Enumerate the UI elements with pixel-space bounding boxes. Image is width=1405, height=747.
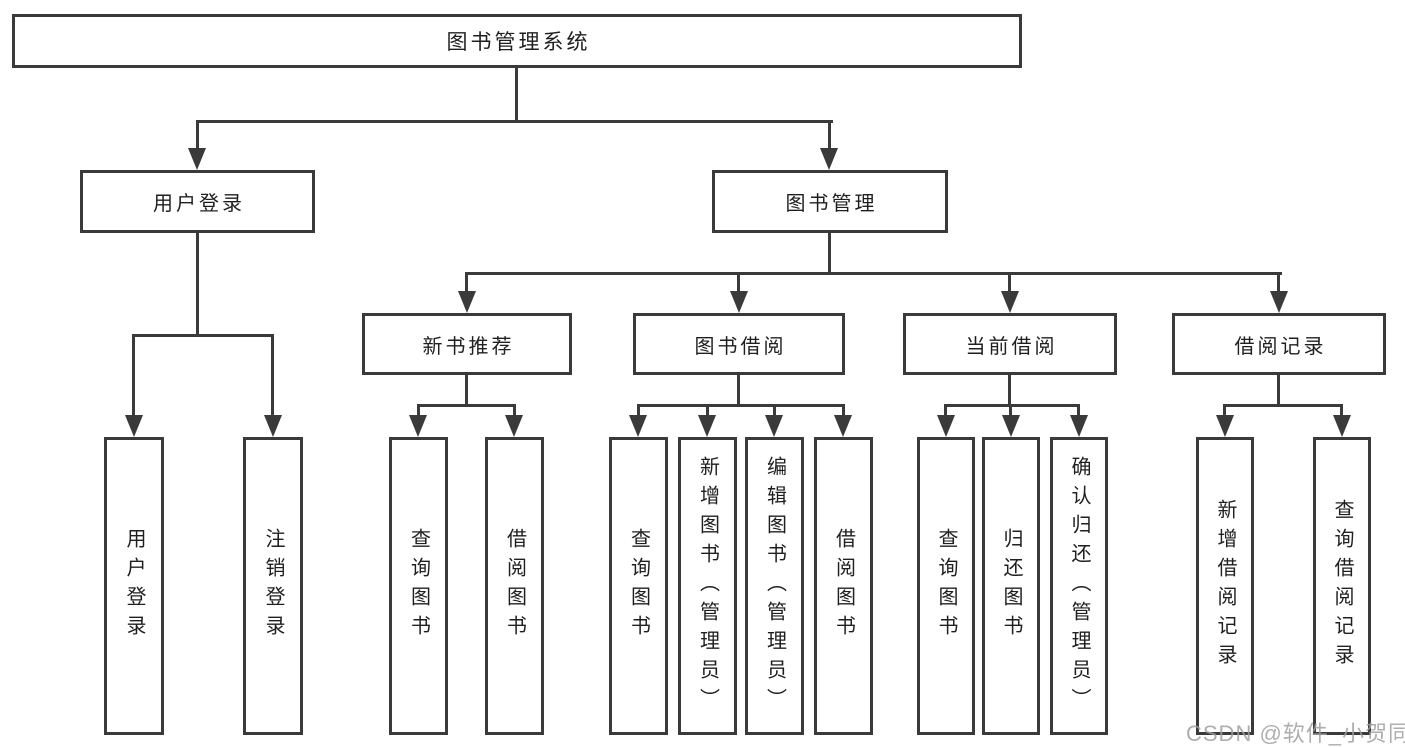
arrow-down-icon: [1070, 415, 1088, 437]
node-current-borrowing: 当前借阅: [903, 313, 1117, 375]
leaf-query-books-recommend: 查询图书: [389, 437, 448, 735]
node-borrowing-records: 借阅记录: [1172, 313, 1386, 375]
arrow-down-icon: [458, 291, 476, 313]
connector-line: [513, 404, 516, 418]
node-book-borrowing: 图书借阅: [633, 313, 845, 375]
connector-line: [1008, 272, 1011, 292]
connector-line: [1223, 404, 1343, 407]
leaf-borrow-books-borrowing: 借阅图书: [814, 437, 873, 735]
arrow-down-icon: [1002, 415, 1020, 437]
connector-line: [828, 233, 831, 274]
connector-line: [417, 404, 420, 418]
connector-line: [465, 272, 1282, 275]
arrow-down-icon: [820, 148, 838, 170]
leaf-add-book-admin: 新增图书（管理员）: [678, 437, 737, 735]
connector-line: [132, 334, 135, 418]
connector-line: [828, 120, 831, 150]
connector-line: [944, 404, 1080, 407]
leaf-add-borrow-record: 新增借阅记录: [1196, 437, 1254, 735]
arrow-down-icon: [698, 415, 716, 437]
leaf-edit-book-admin: 编辑图书（管理员）: [745, 437, 804, 735]
arrow-down-icon: [188, 148, 206, 170]
connector-line: [132, 334, 274, 337]
arrow-down-icon: [264, 415, 282, 437]
connector-line: [196, 233, 199, 336]
connector-line: [944, 404, 947, 418]
arrow-down-icon: [125, 415, 143, 437]
connector-line: [773, 404, 776, 418]
connector-line: [196, 120, 833, 123]
arrow-down-icon: [505, 415, 523, 437]
connector-line: [737, 272, 740, 292]
node-user-login: 用户登录: [80, 170, 315, 233]
leaf-query-books-borrowing: 查询图书: [609, 437, 668, 735]
arrow-down-icon: [1001, 291, 1019, 313]
connector-line: [637, 404, 640, 418]
leaf-query-books-current: 查询图书: [917, 437, 975, 735]
leaf-return-books: 归还图书: [982, 437, 1040, 735]
node-library-management-system: 图书管理系统: [12, 14, 1022, 68]
node-new-book-recommendation: 新书推荐: [362, 313, 572, 375]
connector-line: [465, 272, 468, 292]
connector-line: [1340, 404, 1343, 418]
connector-line: [1223, 404, 1226, 418]
leaf-borrow-books-recommend: 借阅图书: [485, 437, 544, 735]
connector-line: [706, 404, 709, 418]
connector-line: [271, 334, 274, 418]
leaf-query-borrow-record: 查询借阅记录: [1313, 437, 1371, 735]
connector-line: [1277, 272, 1280, 292]
arrow-down-icon: [834, 415, 852, 437]
leaf-user-login: 用户登录: [104, 437, 164, 735]
connector-line: [737, 375, 740, 406]
leaf-confirm-return-admin: 确认归还（管理员）: [1050, 437, 1108, 735]
connector-line: [842, 404, 845, 418]
arrow-down-icon: [937, 415, 955, 437]
arrow-down-icon: [1270, 291, 1288, 313]
arrow-down-icon: [1216, 415, 1234, 437]
arrow-down-icon: [629, 415, 647, 437]
connector-line: [1009, 404, 1012, 418]
arrow-down-icon: [1333, 415, 1351, 437]
connector-line: [1277, 375, 1280, 406]
connector-line: [515, 68, 518, 122]
arrow-down-icon: [765, 415, 783, 437]
leaf-logout: 注销登录: [243, 437, 303, 735]
csdn-watermark: CSDN @软件_小贺同学: [1186, 721, 1405, 746]
connector-line: [1008, 375, 1011, 406]
arrow-down-icon: [409, 415, 427, 437]
connector-line: [1077, 404, 1080, 418]
connector-line: [417, 404, 516, 407]
connector-line: [465, 375, 468, 406]
connector-line: [196, 120, 199, 150]
node-book-management: 图书管理: [712, 170, 948, 233]
arrow-down-icon: [730, 291, 748, 313]
connector-line: [637, 404, 845, 407]
